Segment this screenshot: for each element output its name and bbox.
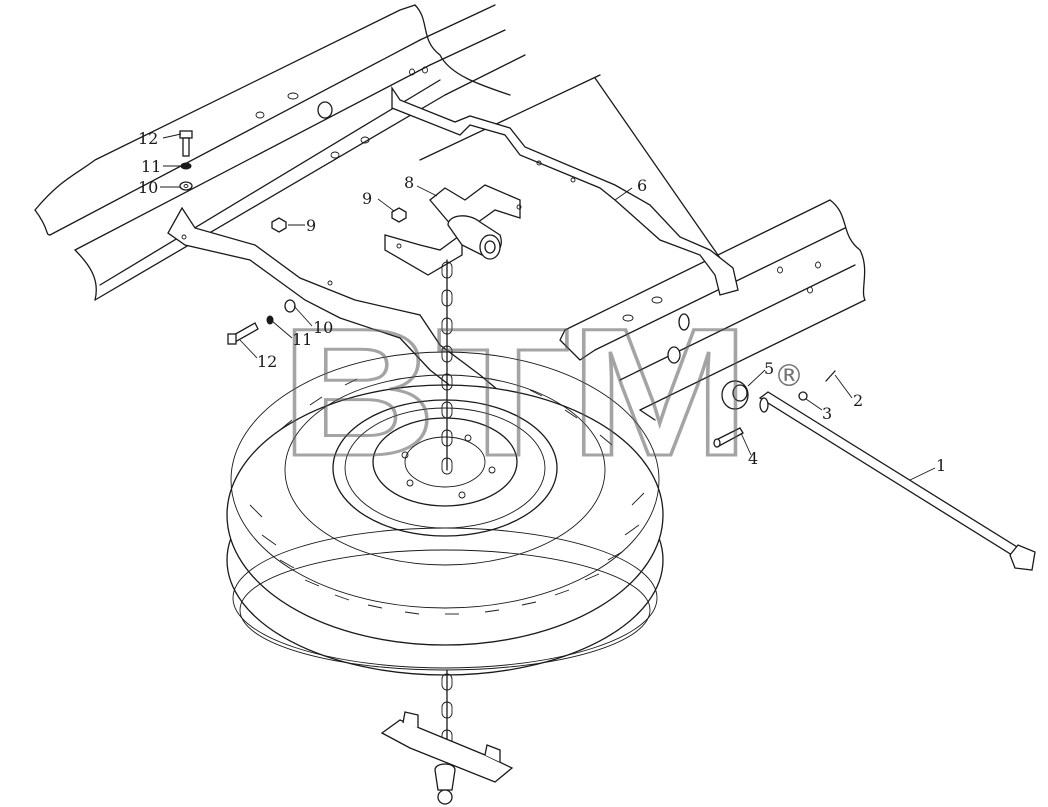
callout-3: 3 [822, 404, 832, 423]
wheel-retainer-plate [380, 711, 514, 805]
watermark-text: BTM [280, 290, 750, 494]
callout-11-upper: 11 [141, 157, 161, 176]
callout-11-lower: 11 [292, 330, 312, 349]
nut-9-left [271, 217, 287, 233]
hoist-bracket [384, 184, 522, 276]
watermark: BTM [279, 289, 752, 496]
washer-10-upper [179, 181, 193, 191]
spring-washer-11-lower [266, 315, 274, 325]
spare-wheel [226, 351, 664, 676]
callout-10-upper: 10 [138, 178, 158, 197]
callout-leaders [160, 133, 936, 481]
sleeve-nut [721, 380, 749, 410]
nut-9-upper [391, 207, 407, 223]
washer-3 [798, 391, 808, 401]
callout-4: 4 [748, 449, 758, 468]
registered-mark: ® [774, 359, 804, 394]
cotter-pin [825, 370, 836, 382]
chassis-frame-right-rail [419, 74, 866, 421]
callout-12-upper: 12 [138, 129, 158, 148]
bolt-12-lower [227, 322, 259, 345]
winch-rod [758, 391, 1036, 571]
registered-mark-symbol: ® [774, 359, 804, 394]
callout-8: 8 [404, 173, 414, 192]
callout-9-upper: 9 [362, 189, 372, 208]
callout-6: 6 [637, 176, 647, 195]
callout-9-left: 9 [306, 216, 316, 235]
callout-12-lower: 12 [257, 352, 277, 371]
bolt-12-upper [179, 130, 193, 157]
callout-1: 1 [936, 456, 946, 475]
cross-member [391, 85, 739, 296]
callout-labels: 12 11 10 9 9 8 6 10 11 12 5 2 3 4 1 [138, 129, 946, 475]
chassis-frame-left-rail [34, 4, 526, 301]
callout-5: 5 [764, 359, 774, 378]
pin-4 [713, 427, 744, 448]
washer-10-lower [284, 299, 296, 313]
spring-washer-11-upper [180, 162, 192, 170]
callout-2: 2 [853, 391, 863, 410]
callout-10-lower: 10 [313, 318, 333, 337]
